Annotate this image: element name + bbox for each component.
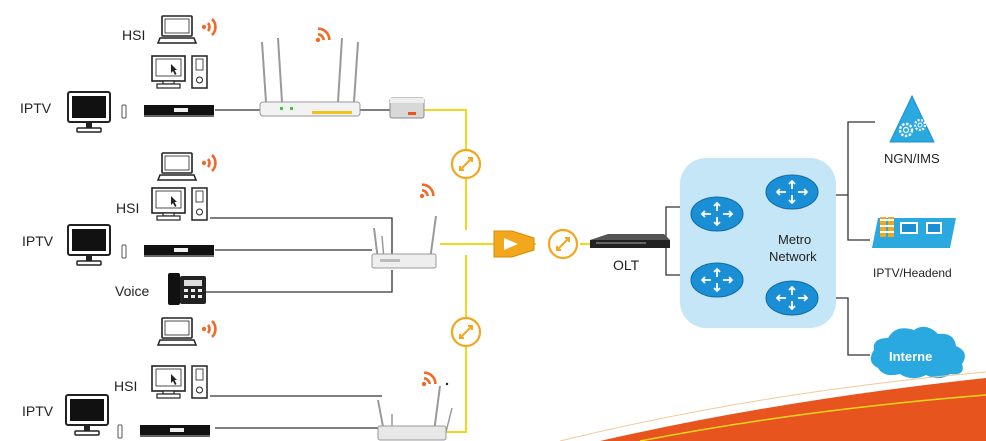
wifi-icon <box>413 180 438 205</box>
laptop-icon <box>157 15 197 44</box>
router-icon <box>377 385 453 441</box>
hsi-label: HSI <box>114 378 137 394</box>
router-icon <box>765 280 819 316</box>
desktop-icon <box>151 55 208 89</box>
olt-icon <box>590 234 670 248</box>
olt-label: OLT <box>613 257 640 273</box>
iptv-label: IPTV <box>22 233 54 249</box>
internet-label: Interne <box>889 349 932 364</box>
monitor-icon <box>65 394 109 436</box>
ngn-ims-icon <box>889 94 935 143</box>
set-top-box-icon <box>121 104 215 119</box>
ngn-ims-label: NGN/IMS <box>884 151 940 166</box>
laptop-icon <box>157 317 197 346</box>
router-icon <box>690 196 744 232</box>
set-top-box-icon <box>117 424 211 439</box>
onu-icon <box>389 97 425 119</box>
monitor-icon <box>67 91 111 133</box>
wifi-icon <box>200 153 217 173</box>
hsi-label: HSI <box>122 27 145 43</box>
router-icon <box>259 37 361 117</box>
wifi-icon <box>200 319 217 339</box>
wifi-icon <box>200 17 217 37</box>
cloud-icon <box>870 326 965 379</box>
iptv-headend-label: IPTV/Headend <box>873 266 952 280</box>
set-top-box-icon <box>121 244 215 259</box>
wifi-icon <box>415 368 440 393</box>
iptv-label: IPTV <box>20 100 52 116</box>
desktop-icon <box>151 187 208 221</box>
metro-network-label: Metro <box>778 232 811 247</box>
metro-network-label-line2: Network <box>769 249 817 264</box>
fiber-links <box>420 109 592 433</box>
laptop-icon <box>157 152 197 181</box>
fiber-node-icon <box>450 148 482 180</box>
headend-icon <box>872 217 956 248</box>
decorative-swoosh <box>559 371 986 441</box>
splitter-icon <box>493 230 535 258</box>
monitor-icon <box>67 224 111 266</box>
router-icon <box>765 174 819 210</box>
fiber-node-icon <box>547 228 579 260</box>
iptv-label: IPTV <box>22 403 54 419</box>
router-icon <box>690 262 744 298</box>
router-icon <box>371 215 437 269</box>
wifi-icon <box>309 24 334 49</box>
voice-label: Voice <box>115 283 149 299</box>
fiber-node-icon <box>450 316 482 348</box>
phone-icon <box>168 273 206 305</box>
hsi-label: HSI <box>116 200 139 216</box>
desktop-icon <box>151 365 208 399</box>
